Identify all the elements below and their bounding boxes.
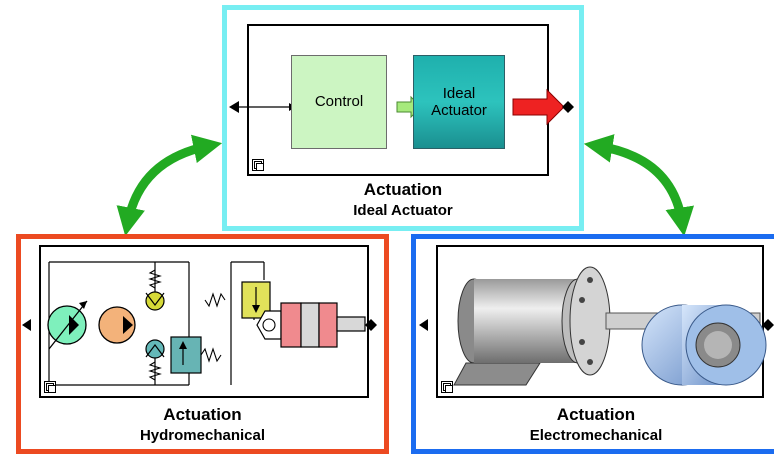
- ideal-block[interactable]: Control Ideal Actuator: [229, 24, 574, 176]
- variant-hydromechanical[interactable]: Actuation Hydromechanical: [16, 234, 389, 454]
- relief-valve-icon: [170, 281, 271, 374]
- gearbox-icon: [641, 304, 767, 386]
- ideal-title: Actuation: [363, 180, 443, 199]
- variant-ideal-actuator[interactable]: Control Ideal Actuator Actuation Ideal A…: [222, 5, 584, 231]
- library-link-icon: [44, 381, 56, 393]
- variant-electromechanical[interactable]: Actuation Electromechanical: [411, 234, 774, 454]
- hydro-block[interactable]: [22, 245, 377, 398]
- control-label: Control: [314, 93, 364, 111]
- ideal-subtitle: Ideal Actuator: [353, 202, 453, 219]
- hydro-title: Actuation: [163, 405, 242, 424]
- arrow-left-double: [116, 134, 223, 237]
- ideal-actuator-label-line1: Ideal: [442, 84, 476, 102]
- ideal-connections: [229, 88, 574, 126]
- electro-subtitle: Electromechanical: [529, 427, 663, 444]
- arrow-right-double: [583, 134, 694, 237]
- cylinder-icon: [256, 302, 366, 348]
- control-block[interactable]: Control: [291, 55, 387, 149]
- library-link-icon: [441, 381, 453, 393]
- pump-icon: [47, 300, 88, 350]
- output-arrow: [512, 88, 565, 126]
- check-valve-icon: [145, 291, 165, 359]
- ideal-actuator-label-line2: Actuator: [431, 102, 487, 119]
- hydro-schematic: [22, 261, 377, 386]
- ideal-actuator-block[interactable]: Ideal Actuator: [413, 55, 505, 149]
- electro-title: Actuation: [556, 405, 636, 424]
- electro-illustration: [419, 266, 774, 386]
- electro-block[interactable]: [419, 245, 774, 398]
- electric-motor-icon: [453, 266, 761, 386]
- hydro-subtitle: Hydromechanical: [139, 427, 266, 444]
- library-link-icon: [252, 159, 264, 171]
- motor-icon: [98, 306, 136, 344]
